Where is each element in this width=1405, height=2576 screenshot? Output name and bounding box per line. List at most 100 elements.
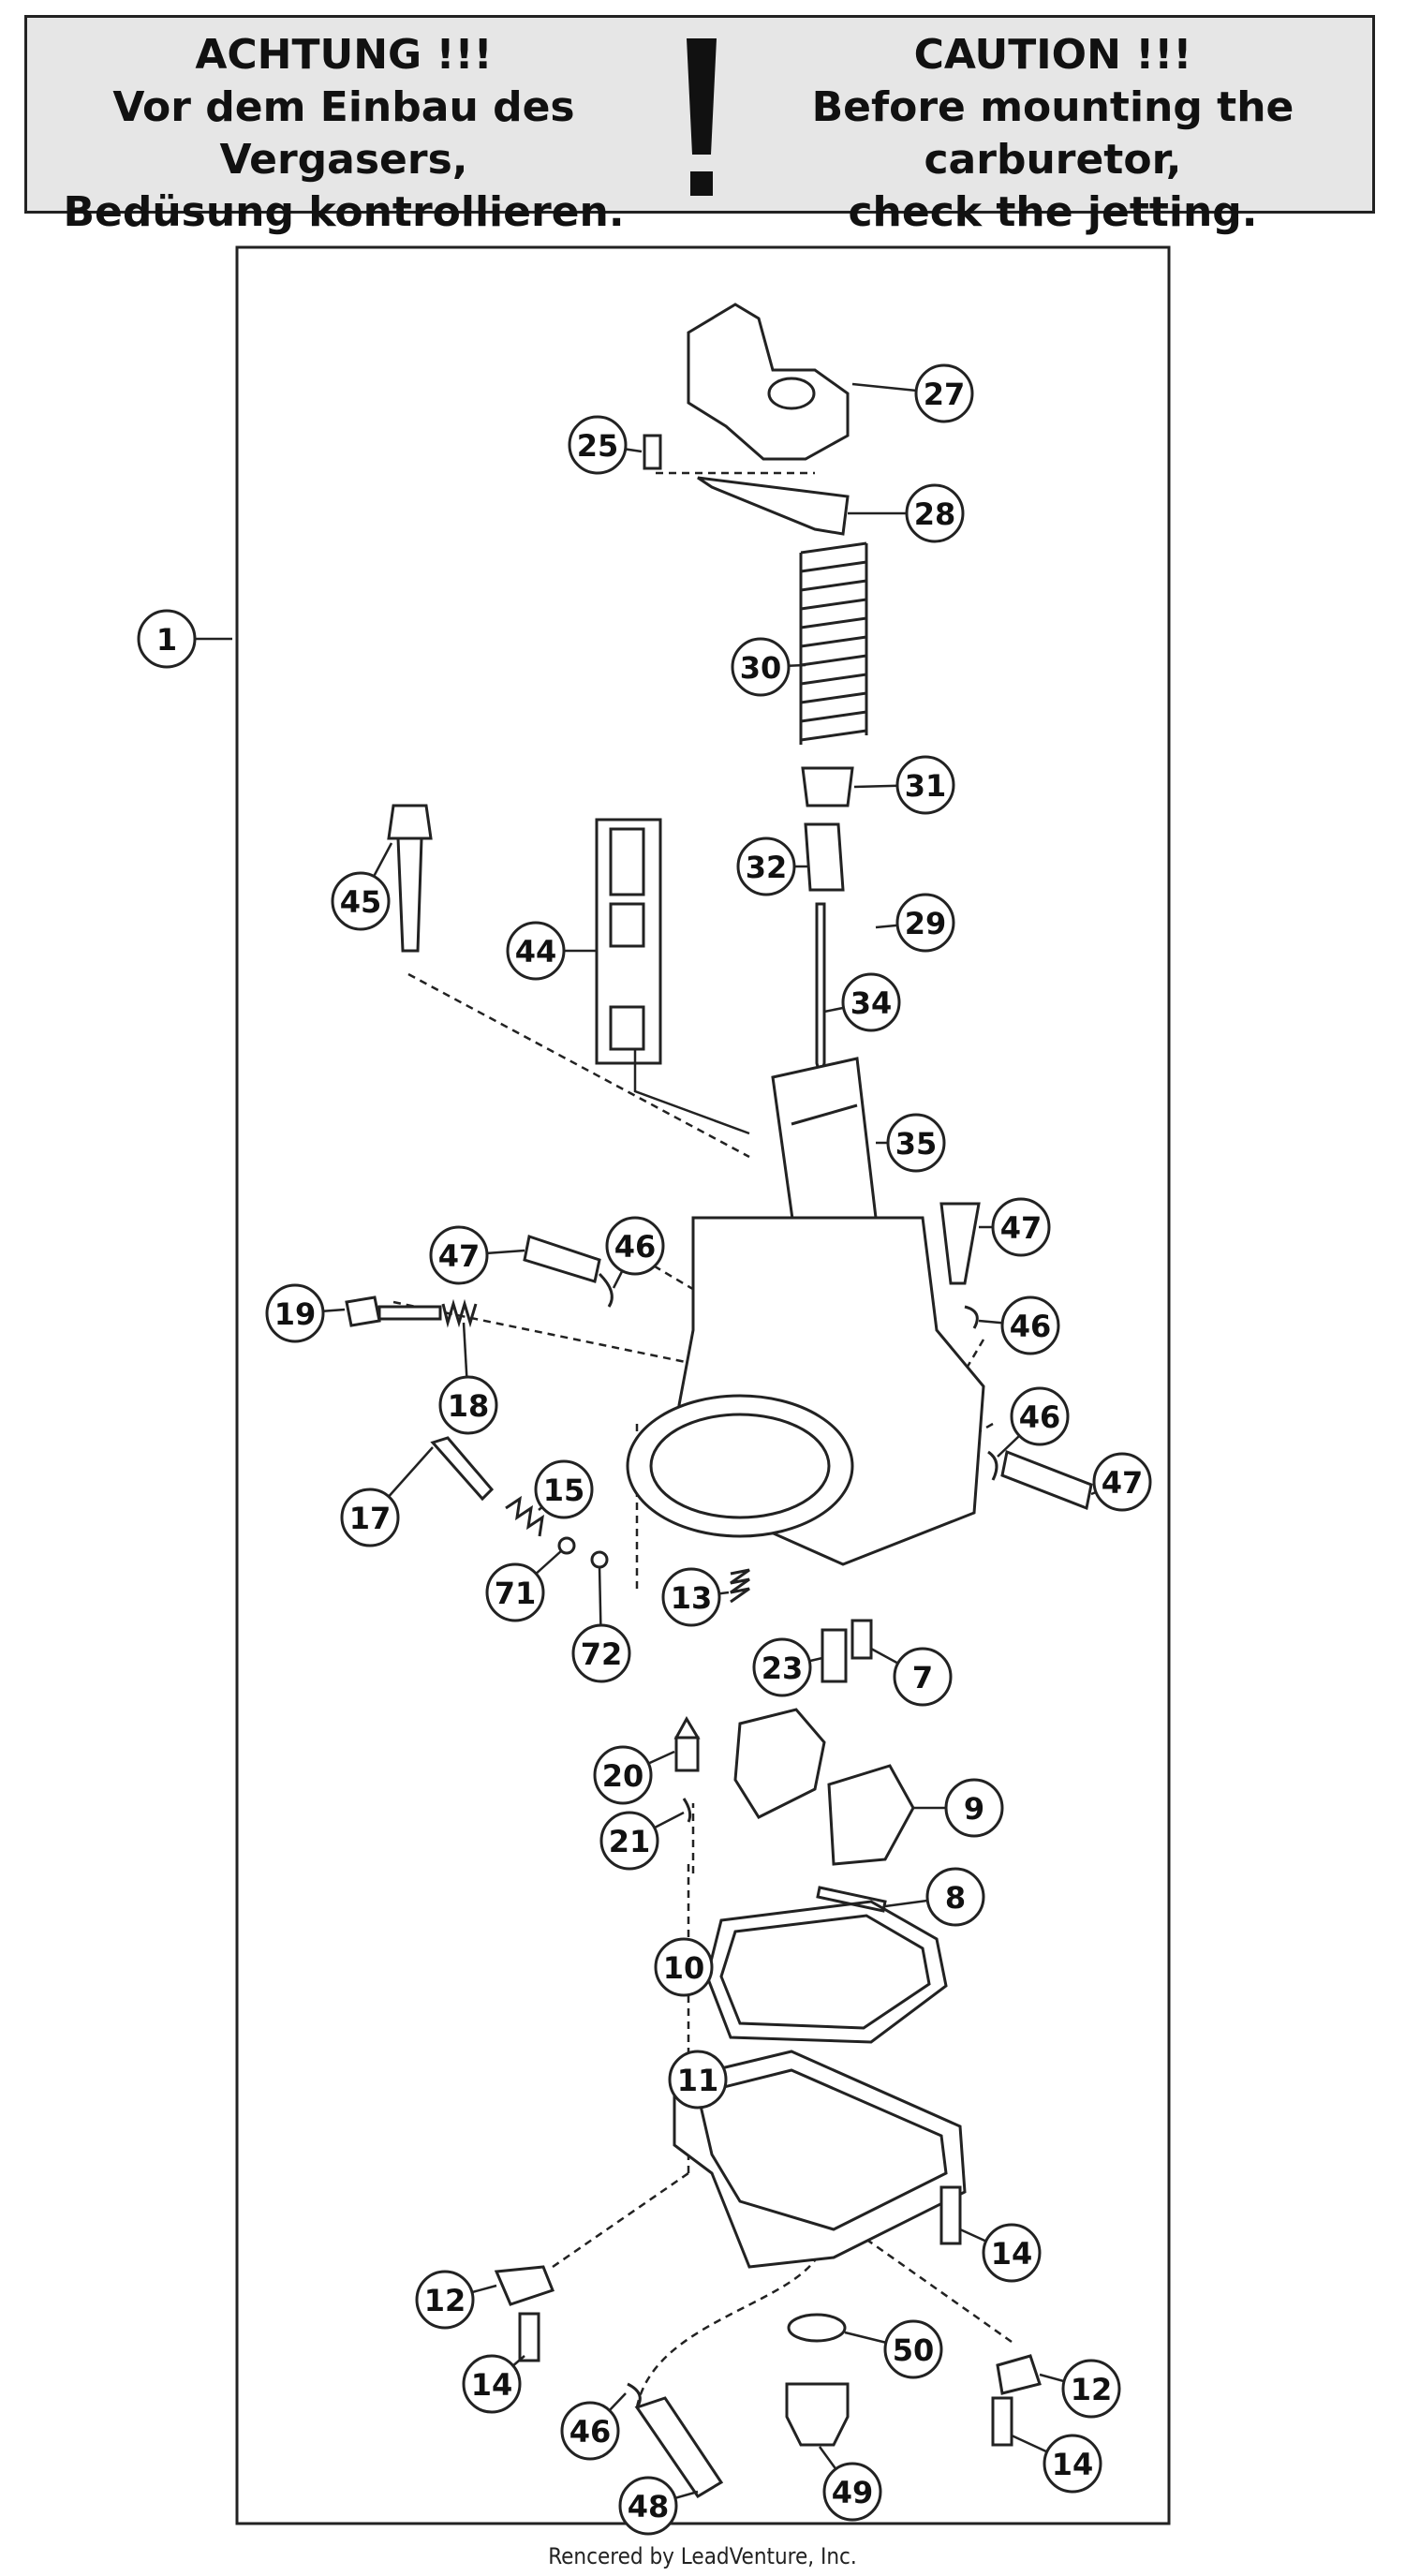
callout-circle bbox=[571, 1623, 631, 1683]
callout-circle bbox=[886, 1113, 946, 1173]
callout-circle bbox=[895, 755, 955, 815]
callout-number: 14 bbox=[471, 2367, 513, 2403]
callout-number: 46 bbox=[1019, 1399, 1061, 1435]
clip-46-right bbox=[964, 1305, 979, 1329]
callout-circle bbox=[534, 1459, 594, 1519]
callout-50: 50 bbox=[844, 2319, 943, 2379]
callout-circle bbox=[925, 1867, 985, 1927]
callout-circle bbox=[506, 921, 566, 981]
mixture-screw bbox=[430, 1436, 495, 1502]
mixture-spring bbox=[505, 1495, 544, 1537]
callout-number: 48 bbox=[628, 2489, 670, 2524]
callout-circle bbox=[415, 2270, 475, 2330]
callout-number: 47 bbox=[1000, 1210, 1043, 1246]
callout-circle bbox=[736, 836, 796, 896]
callout-circle bbox=[905, 483, 965, 543]
callout-14: 14 bbox=[462, 2354, 525, 2414]
callout-circle bbox=[618, 2476, 678, 2536]
callout-12: 12 bbox=[1039, 2359, 1121, 2419]
callout-circle bbox=[822, 2462, 882, 2522]
callout-circle bbox=[265, 1283, 325, 1343]
callout-number: 46 bbox=[1010, 1309, 1052, 1344]
callout-49: 49 bbox=[818, 2446, 882, 2522]
callout-number: 14 bbox=[991, 2236, 1033, 2272]
callout-46: 46 bbox=[997, 1386, 1070, 1458]
bowl-screw-14b bbox=[518, 2312, 540, 2362]
callout-27: 27 bbox=[851, 363, 974, 423]
bracket-12b bbox=[996, 2354, 1042, 2395]
callout-circle bbox=[914, 363, 974, 423]
idle-spring bbox=[441, 1298, 478, 1328]
callout-12: 12 bbox=[415, 2270, 497, 2330]
clip-21 bbox=[682, 1798, 692, 1823]
float-bowl-gasket bbox=[705, 1900, 948, 2044]
callout-number: 27 bbox=[924, 377, 966, 412]
callout-number: 44 bbox=[515, 934, 557, 970]
english-warning-title: CAUTION !!! bbox=[913, 31, 1192, 79]
callout-circle bbox=[991, 1197, 1051, 1257]
callout-number: 29 bbox=[905, 906, 947, 941]
carburetor-parts bbox=[345, 303, 1093, 2499]
callout-71: 71 bbox=[485, 1549, 563, 1622]
callout-21: 21 bbox=[599, 1811, 685, 1871]
idle-screw bbox=[345, 1295, 381, 1327]
callout-number: 46 bbox=[569, 2414, 612, 2450]
callout-number: 23 bbox=[762, 1651, 804, 1686]
callout-number: 17 bbox=[349, 1501, 392, 1536]
callout-number: 7 bbox=[912, 1660, 933, 1695]
english-warning: CAUTION !!! Before mounting the carburet… bbox=[753, 29, 1353, 239]
spring-13 bbox=[730, 1568, 750, 1604]
callout-number: 50 bbox=[893, 2332, 935, 2368]
callout-number: 35 bbox=[895, 1126, 938, 1162]
callout-circle bbox=[560, 2401, 620, 2461]
callout-circle bbox=[668, 2050, 728, 2110]
callout-circle bbox=[895, 893, 955, 953]
callout-number: 47 bbox=[1102, 1465, 1144, 1501]
callout-28: 28 bbox=[848, 483, 965, 543]
callout-46: 46 bbox=[560, 2392, 627, 2461]
pilot-jet-23 bbox=[821, 1628, 848, 1683]
callout-25: 25 bbox=[568, 415, 643, 475]
attribution-footer: Rencered by LeadVenture, Inc. bbox=[548, 2543, 857, 2569]
cover-screw bbox=[643, 434, 662, 470]
oring-72 bbox=[590, 1550, 609, 1569]
caution-banner: ACHTUNG !!! Vor dem Einbau des Vergasers… bbox=[24, 15, 1375, 236]
float-needle-20 bbox=[674, 1736, 700, 1772]
callout-number: 34 bbox=[850, 985, 893, 1021]
callout-circle bbox=[593, 1745, 653, 1805]
callout-7: 7 bbox=[870, 1647, 953, 1707]
cover-boss bbox=[767, 377, 816, 410]
drain-plug-49 bbox=[785, 2382, 850, 2447]
german-warning-line1: Vor dem Einbau des Vergasers, bbox=[112, 83, 575, 184]
callout-circle bbox=[841, 972, 901, 1032]
callout-20: 20 bbox=[593, 1745, 675, 1805]
callout-18: 18 bbox=[438, 1322, 498, 1435]
needle-holder bbox=[804, 822, 845, 892]
adjust-screw-45 bbox=[387, 804, 433, 840]
float-9 bbox=[733, 1708, 826, 1819]
cover-gasket bbox=[697, 476, 850, 536]
callout-number: 11 bbox=[677, 2063, 719, 2098]
callout-circle bbox=[944, 1778, 1004, 1838]
callout-17: 17 bbox=[340, 1446, 434, 1547]
callout-23: 23 bbox=[752, 1637, 823, 1697]
needle-clip-cap bbox=[801, 766, 854, 807]
callout-29: 29 bbox=[875, 893, 955, 953]
callout-44: 44 bbox=[506, 921, 597, 981]
callout-circle bbox=[1061, 2359, 1121, 2419]
callout-48: 48 bbox=[618, 2476, 699, 2536]
pin-47-right-bottom bbox=[1000, 1449, 1093, 1511]
assembly-frame bbox=[235, 245, 1171, 2525]
clip-46-left bbox=[598, 1272, 614, 1308]
pin-47-left bbox=[523, 1235, 601, 1283]
callout-circle bbox=[429, 1225, 489, 1285]
callout-1: 1 bbox=[137, 609, 232, 669]
callout-circle bbox=[982, 2223, 1042, 2283]
callout-45: 45 bbox=[331, 842, 393, 931]
oring-50 bbox=[787, 2313, 847, 2343]
callout-number: 19 bbox=[274, 1296, 317, 1332]
float-pin-8 bbox=[816, 1886, 887, 1913]
callout-circle bbox=[654, 1937, 714, 1997]
callout-number: 71 bbox=[495, 1576, 537, 1611]
callout-circle bbox=[893, 1647, 953, 1707]
